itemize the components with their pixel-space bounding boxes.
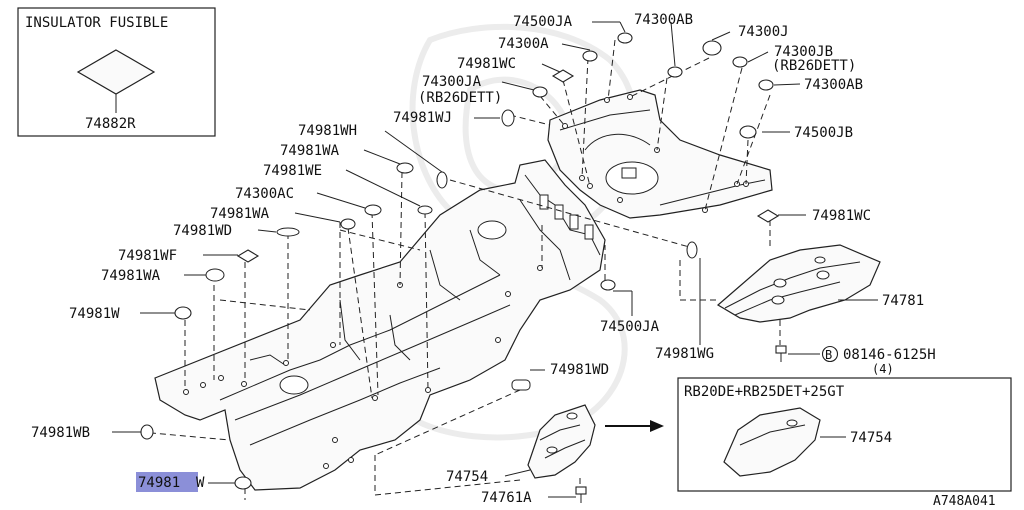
heat-insulator-74781 xyxy=(716,244,881,323)
grommet-74300JB-icon xyxy=(732,56,748,68)
label-74981W-selected-part[interactable]: 74981 xyxy=(138,475,180,491)
clip-74500JB-icon xyxy=(739,125,757,139)
plug-74981WJ-icon xyxy=(501,109,515,127)
grommet-74300JA-icon xyxy=(532,86,548,98)
plug-74981WD-mid-icon xyxy=(511,379,531,391)
label-74500JA-top[interactable]: 74500JA xyxy=(513,14,573,30)
grommet-74300J-icon xyxy=(702,40,722,56)
grommet-74300AB-right-icon xyxy=(758,79,774,91)
label-74761A[interactable]: 74761A xyxy=(481,490,532,506)
label-74981WG[interactable]: 74981WG xyxy=(655,346,714,362)
plug-74981WB-icon xyxy=(140,424,154,440)
label-74754-left[interactable]: 74754 xyxy=(446,469,488,485)
label-74500JA-mid[interactable]: 74500JA xyxy=(600,319,660,335)
plug-74300AC-icon xyxy=(364,204,382,216)
plug-74981WE-icon xyxy=(417,205,433,215)
bolt-marker-icon: B xyxy=(821,345,839,363)
plug-74981WA-1-icon xyxy=(396,162,414,174)
selection-highlight xyxy=(136,472,198,492)
label-bolt-qty: (4) xyxy=(872,362,894,376)
bolt-74761A-icon xyxy=(575,486,587,503)
plug-74981WH-icon xyxy=(436,171,448,189)
heat-insulator-74754 xyxy=(527,404,596,479)
label-74981WH[interactable]: 74981WH xyxy=(298,123,357,139)
plug-74981WA-3-icon xyxy=(205,268,225,282)
part-labels: 74500JA 74300AB 74300J 74300A 74300JB (R… xyxy=(31,12,936,506)
insulator-fusible-box: INSULATOR FUSIBLE 74882R xyxy=(17,7,216,137)
label-bolt-08146[interactable]: 08146-6125H xyxy=(843,347,936,363)
label-74981WB[interactable]: 74981WB xyxy=(31,425,90,441)
label-74981WD-mid[interactable]: 74981WD xyxy=(550,362,609,378)
assembly-dash-lines xyxy=(139,39,781,500)
bolt-marker-letter: B xyxy=(825,348,832,362)
grommet-74300AB-top-icon xyxy=(667,66,683,78)
label-74981WC-right[interactable]: 74981WC xyxy=(812,208,871,224)
plug-74981WD-left-icon xyxy=(276,227,300,237)
label-74300JB[interactable]: 74300JB xyxy=(774,44,833,60)
clip-74500JA-mid-icon xyxy=(600,279,616,291)
label-74981W-1[interactable]: 74981W xyxy=(69,306,120,322)
label-74981WA-1[interactable]: 74981WA xyxy=(280,143,340,159)
clip-74500JA-top-icon xyxy=(617,32,633,44)
label-74981W-selected-suffix: W xyxy=(196,475,205,491)
variant-inset-box: RB20DE+RB25DET+25GT 74754 xyxy=(677,377,1012,492)
label-74981WC-top[interactable]: 74981WC xyxy=(457,56,516,72)
label-74981W-selected[interactable]: 74981 W xyxy=(136,472,205,492)
insulator-diamond-icon xyxy=(76,49,156,95)
label-74300AB-right[interactable]: 74300AB xyxy=(804,77,863,93)
label-74981WJ[interactable]: 74981WJ xyxy=(393,110,452,126)
plug-74981WA-2-icon xyxy=(340,218,356,230)
insulator-fusible-heading: INSULATOR FUSIBLE xyxy=(25,15,168,31)
label-74300AC[interactable]: 74300AC xyxy=(235,186,294,202)
label-74981WD-left[interactable]: 74981WD xyxy=(173,223,232,239)
plug-74981WG-icon xyxy=(686,241,698,259)
grommet-74300A-icon xyxy=(582,50,598,62)
fasteners xyxy=(140,32,787,503)
variant-part-number[interactable]: 74754 xyxy=(850,430,892,446)
variant-inset-heading: RB20DE+RB25DET+25GT xyxy=(684,384,845,400)
plug-74981W-1-icon xyxy=(174,306,192,320)
plug-74981W-2-icon xyxy=(234,476,252,490)
label-rb26dett-1: (RB26DETT) xyxy=(772,58,856,74)
label-74300A[interactable]: 74300A xyxy=(498,36,549,52)
leader-lines xyxy=(112,21,878,498)
bolt-08146-icon xyxy=(775,345,787,362)
plug-74981WC-right-icon xyxy=(756,209,780,223)
label-74981WF[interactable]: 74981WF xyxy=(118,248,177,264)
label-74300J[interactable]: 74300J xyxy=(738,24,789,40)
plug-74981WF-icon xyxy=(236,249,260,263)
label-74500JB[interactable]: 74500JB xyxy=(794,125,853,141)
label-74981WA-3[interactable]: 74981WA xyxy=(101,268,161,284)
label-74781[interactable]: 74781 xyxy=(882,293,924,309)
rear-floor-panel xyxy=(547,89,773,219)
label-74300JA[interactable]: 74300JA xyxy=(422,74,482,90)
arrow-to-inset-icon xyxy=(605,420,664,432)
diagram-code: A748A041 xyxy=(933,494,996,509)
label-74981WA-2[interactable]: 74981WA xyxy=(210,206,270,222)
insulator-part-number[interactable]: 74882R xyxy=(85,116,136,132)
label-rb26dett-2: (RB26DETT) xyxy=(418,90,502,106)
plug-74981WC-top-icon xyxy=(551,69,575,83)
label-74300AB-top[interactable]: 74300AB xyxy=(634,12,693,28)
label-74981WE[interactable]: 74981WE xyxy=(263,163,322,179)
floor-panel xyxy=(154,159,606,491)
